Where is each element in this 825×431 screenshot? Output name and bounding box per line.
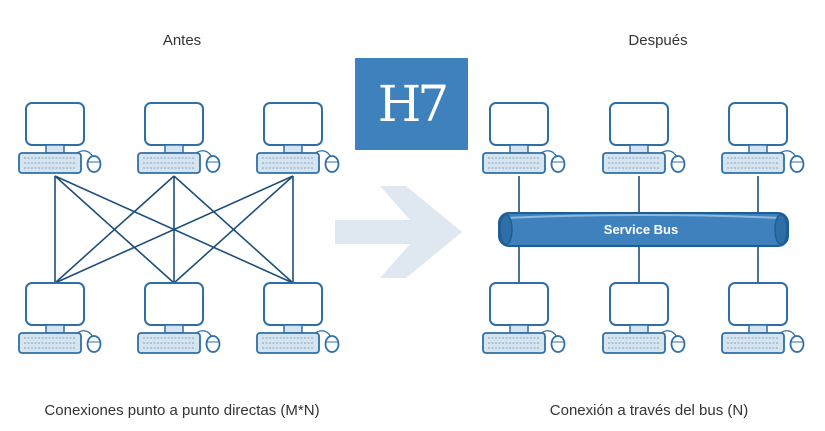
computer-icon — [256, 282, 340, 354]
computer-icon — [137, 102, 221, 174]
computer-icon — [137, 282, 221, 354]
bus-label: Service Bus — [604, 222, 678, 237]
connection-line — [173, 175, 294, 284]
computer-icon — [721, 282, 805, 354]
connection-line — [54, 175, 294, 284]
computer-icon — [602, 102, 686, 174]
after-caption: Conexión a través del bus (N) — [549, 402, 749, 419]
logo: H7 — [355, 58, 468, 150]
connection-line — [54, 175, 175, 284]
bus-connections — [518, 176, 759, 283]
computer-icon — [721, 102, 805, 174]
point-to-point-connections — [54, 175, 294, 284]
before-caption: Conexiones punto a punto directas (M*N) — [44, 402, 320, 419]
computer-icon — [18, 102, 102, 174]
computer-icon — [482, 102, 566, 174]
computer-icon — [482, 282, 566, 354]
computer-icon — [256, 102, 340, 174]
arrow-right-icon — [335, 186, 462, 278]
after-title: Después — [628, 32, 688, 49]
before-title: Antes — [162, 32, 202, 49]
computer-icon — [602, 282, 686, 354]
computers — [18, 102, 805, 354]
computer-icon — [18, 282, 102, 354]
logo-text: H7 — [377, 75, 449, 133]
service-bus-icon: Service Bus — [498, 212, 789, 247]
